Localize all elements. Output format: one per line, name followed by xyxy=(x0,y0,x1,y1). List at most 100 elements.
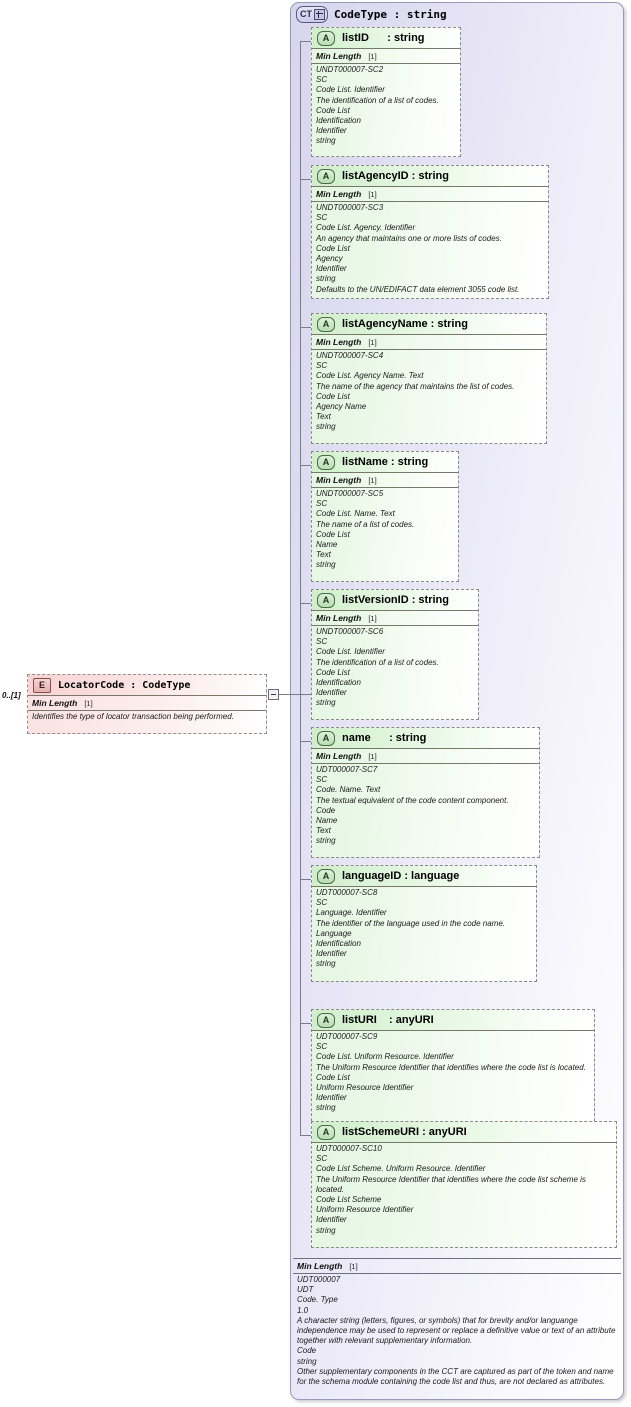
attribute-doc-line: SC xyxy=(316,499,328,509)
attribute-doc-line: SC xyxy=(316,775,328,785)
collapse-toggle-minus-icon[interactable] xyxy=(268,689,279,700)
attribute-doc-line: Code List. Agency Name. Text xyxy=(316,371,424,381)
attribute-doc-line: An agency that maintains one or more lis… xyxy=(316,233,502,243)
complextype-rule-name: Min Length xyxy=(297,1261,343,1271)
attribute-doc-line: Agency xyxy=(316,254,343,264)
attribute-rule-cardinality: [1] xyxy=(368,751,377,761)
attribute-doc-line: Code List. Agency. Identifier xyxy=(316,223,416,233)
attribute-doc-line: Agency Name xyxy=(316,402,367,412)
complextype-doc-line: Code. Type xyxy=(297,1295,338,1305)
connector-branch xyxy=(300,603,311,604)
attribute-doc-line: Identification xyxy=(316,116,361,126)
attribute-doc-line: UDT000007-SC8 xyxy=(316,888,378,897)
element-rule-name: Min Length xyxy=(32,698,78,708)
attribute-doc-line: Code. Name. Text xyxy=(316,785,381,795)
attribute-doc-line: The identifier of the language used in t… xyxy=(316,918,506,928)
complextype-rule-row: Min Length [1] xyxy=(293,1258,621,1273)
attribute-title: name : string xyxy=(342,732,427,744)
attribute-doc-line: SC xyxy=(316,213,328,223)
connector-branch xyxy=(300,327,311,328)
attribute-doc-line: Code List. Name. Text xyxy=(316,509,395,519)
attribute-doc-line: Name xyxy=(316,816,338,826)
attribute-doc-line: UDT000007-SC10 xyxy=(316,1144,382,1153)
complextype-ct-plus-icon[interactable]: CT xyxy=(296,5,328,23)
attribute-title: listVersionID : string xyxy=(342,594,449,606)
attribute-doc-line: The identification of a list of codes. xyxy=(316,95,439,105)
attribute-doc-line: Uniform Resource Identifier xyxy=(316,1205,414,1215)
attribute-doc-line: string xyxy=(316,698,336,708)
element-box-locatorcode[interactable]: E LocatorCode : CodeType Min Length [1] … xyxy=(27,674,267,734)
attribute-doc-line: Code List. Identifier xyxy=(316,85,385,95)
attribute-rule-cardinality: [1] xyxy=(368,189,377,199)
connector-branch xyxy=(300,879,311,880)
attribute-doc-line: The textual equivalent of the code conte… xyxy=(316,795,509,805)
attribute-rule-cardinality: [1] xyxy=(368,337,377,347)
connector-branch xyxy=(300,1135,311,1136)
attribute-doc-line: The Uniform Resource Identifier that ide… xyxy=(316,1062,586,1072)
element-header: E LocatorCode : CodeType xyxy=(28,675,266,695)
attribute-rule-row: Min Length[1] xyxy=(312,186,548,201)
attribute-doc-line: Defaults to the UN/EDIFACT data element … xyxy=(316,284,520,294)
attribute-doc-line: Code List. Identifier xyxy=(316,647,385,657)
attribute-doc-line: SC xyxy=(316,898,328,908)
attribute-a-icon: A xyxy=(317,168,335,184)
complextype-doc-line: A character string (letters, figures, or… xyxy=(297,1315,616,1346)
attribute-doc-line: UNDT000007-SC5 xyxy=(316,489,384,498)
attribute-doc-line: The Uniform Resource Identifier that ide… xyxy=(316,1174,586,1194)
complextype-title[interactable]: CT CodeType : string xyxy=(296,5,447,23)
complextype-label: CodeType : string xyxy=(334,7,447,21)
attribute-doc-line: UNDT000007-SC6 xyxy=(316,627,384,636)
complextype-doc-line: UDT000007 xyxy=(297,1275,341,1284)
attribute-doc-line: Identifier xyxy=(316,688,347,698)
attribute-doc-line: Language xyxy=(316,928,352,938)
attribute-a-icon: A xyxy=(317,30,335,46)
element-title: LocatorCode : CodeType xyxy=(58,679,191,691)
connector-element-link xyxy=(279,694,334,695)
attribute-doc-line: Code List xyxy=(316,105,350,115)
complextype-icon-label: CT xyxy=(300,8,312,19)
attribute-title: languageID : language xyxy=(342,870,460,882)
element-rule-row: Min Length [1] xyxy=(28,695,266,710)
attribute-doc-line: SC xyxy=(316,75,328,85)
attribute-doc-line: Code List xyxy=(316,391,350,401)
occurrence-label: 0..[1] xyxy=(2,691,21,700)
attribute-doc-line: Text xyxy=(316,826,331,836)
attribute-doc-line: string xyxy=(316,136,336,146)
attribute-doc-line: string xyxy=(316,1103,336,1113)
connector-branch xyxy=(300,1023,311,1024)
attribute-doc-line: Text xyxy=(316,550,331,560)
complextype-doc-line: Code xyxy=(297,1346,317,1356)
attribute-doc-line: Identifier xyxy=(316,126,347,136)
attribute-doc-line: UDT000007-SC7 xyxy=(316,765,378,774)
attribute-doc-line: Text xyxy=(316,412,331,422)
complextype-doc-line: string xyxy=(297,1356,317,1366)
attribute-doc-line: UDT000007-SC9 xyxy=(316,1032,378,1041)
attribute-rule-row: Min Length[1] xyxy=(312,48,460,63)
attribute-doc-line: Name xyxy=(316,540,338,550)
complextype-doc-line: Other supplementary components in the CC… xyxy=(297,1366,614,1387)
attribute-rule-cardinality: [1] xyxy=(368,475,377,485)
expand-plus-icon[interactable] xyxy=(314,8,325,20)
attribute-a-icon: A xyxy=(317,316,335,332)
connector-trunk xyxy=(300,41,301,1135)
